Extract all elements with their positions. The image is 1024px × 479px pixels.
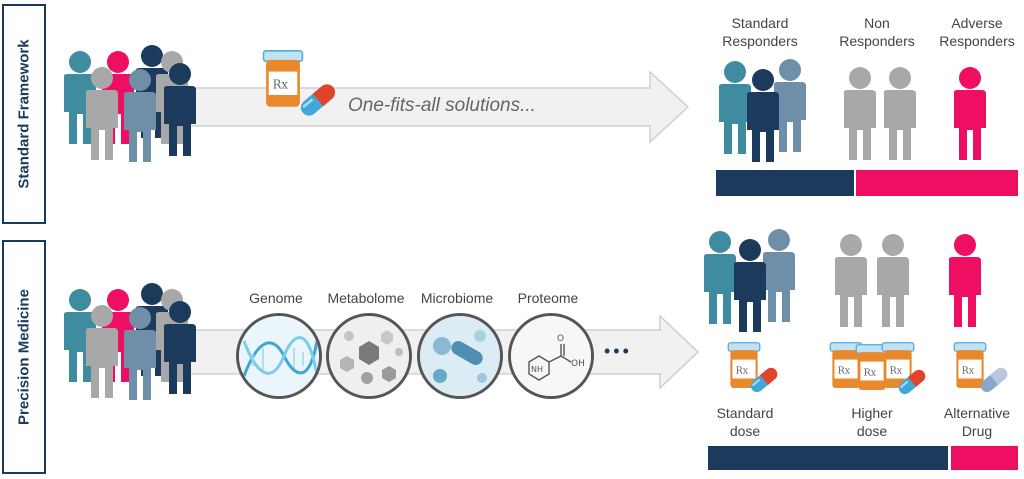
bottom-bar-dosed — [708, 446, 948, 470]
one-fits-all-text: One-fits-all solutions... — [348, 95, 536, 116]
bottom-bar-alternative — [951, 446, 1018, 470]
standard-framework-box: Standard Framework — [2, 4, 46, 224]
omics-label-proteome: Proteome — [517, 290, 579, 306]
non-responders-people — [844, 67, 916, 160]
svg-text:OH: OH — [571, 359, 585, 369]
microbes-icon — [417, 313, 503, 399]
multiple-pill-bottles-icon — [829, 342, 928, 397]
omics-label-microbiome: Microbiome — [420, 290, 494, 306]
outcome-label-standard-dose: Standard dose — [716, 405, 774, 439]
single-pill-bottle-icon — [727, 342, 780, 395]
top-arrow — [179, 70, 690, 144]
top-population-crowd — [64, 45, 196, 162]
top-bar-non-adverse — [856, 170, 1018, 196]
omics-label-metabolome: Metabolome — [327, 290, 405, 306]
outcome-label-alternative-drug: Alternative Drug — [943, 405, 1011, 439]
dna-icon — [236, 313, 322, 399]
top-bar-responders — [716, 170, 854, 196]
molecules-icon — [326, 313, 412, 399]
group-label-adverse-responders: Adverse Responders — [939, 15, 1015, 49]
bottom-alternative-people — [949, 234, 981, 327]
svg-text:NH: NH — [531, 365, 543, 374]
alternative-pill-bottle-icon — [953, 342, 1008, 393]
amino-acid-structure-icon: O OH NH — [508, 313, 594, 399]
ellipsis-more-omics: ••• — [604, 341, 632, 361]
group-label-non-responders: Non Responders — [839, 15, 915, 49]
group-label-standard-responders: Standard Responders — [722, 15, 798, 49]
svg-text:O: O — [557, 334, 564, 344]
bottom-standard-people — [704, 229, 795, 332]
precision-medicine-box: Precision Medicine — [2, 240, 46, 474]
bottom-population-crowd — [64, 283, 196, 400]
bottom-higher-dose-people — [835, 234, 909, 327]
omics-label-genome: Genome — [249, 290, 303, 306]
adverse-responders-people — [954, 67, 986, 160]
outcome-label-higher-dose: Higher dose — [851, 405, 893, 439]
standard-responders-people — [719, 59, 806, 162]
